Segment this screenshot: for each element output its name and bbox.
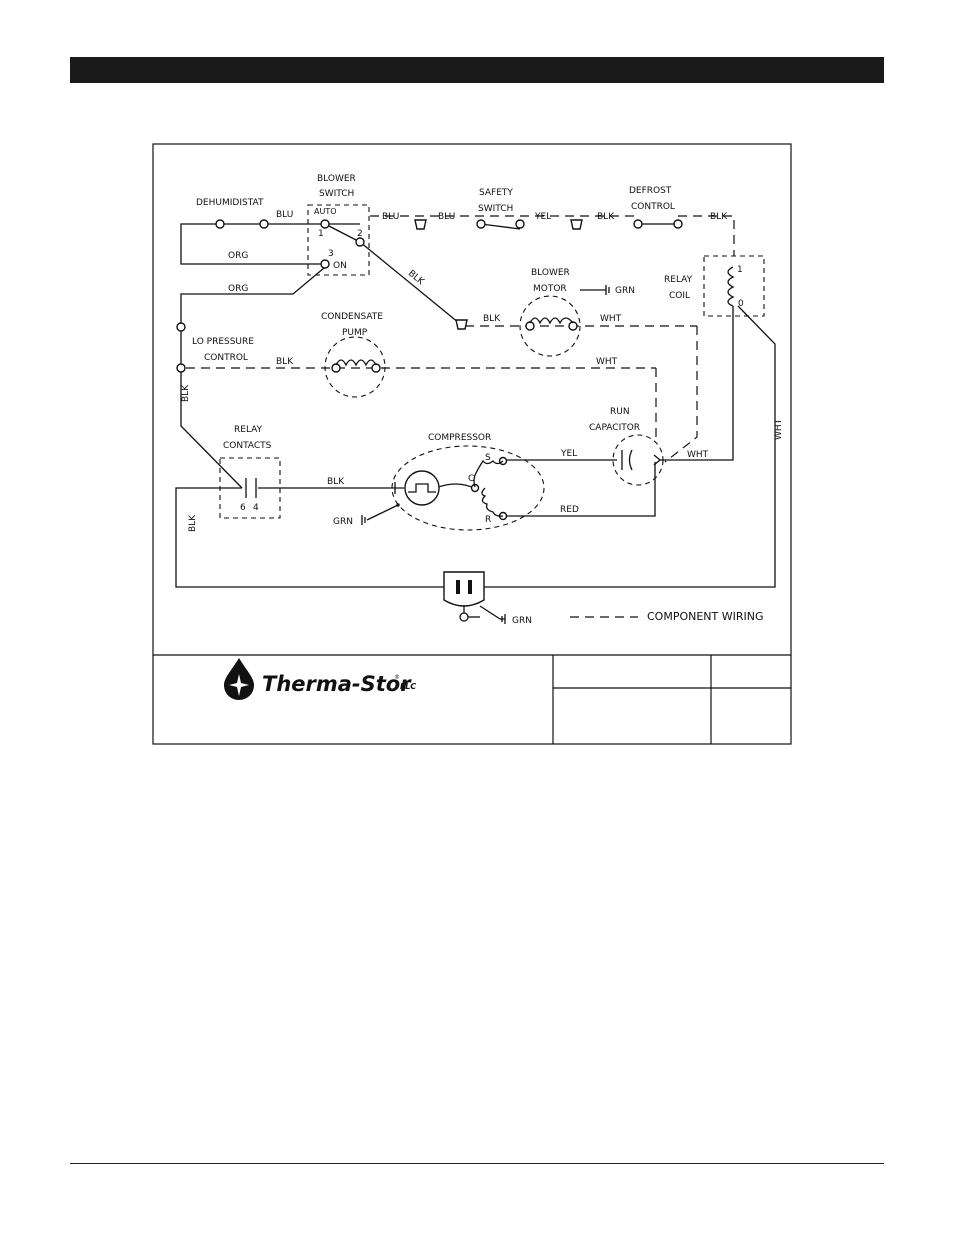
- svg-text:SWITCH: SWITCH: [478, 204, 513, 214]
- solid-wires: [175, 223, 776, 620]
- label-defrost-control: DEFROST: [629, 186, 672, 196]
- svg-text:1: 1: [737, 265, 743, 275]
- svg-text:S: S: [485, 453, 491, 463]
- svg-text:R: R: [485, 515, 491, 525]
- svg-text:BLU: BLU: [438, 212, 455, 222]
- svg-text:WHT: WHT: [774, 418, 784, 440]
- svg-text:4: 4: [253, 503, 259, 513]
- label-on: ON: [333, 261, 347, 271]
- footer-rule: [70, 1163, 884, 1164]
- terminal-numbers: 1 2 3 1 0 6 4 S C R: [240, 229, 744, 525]
- wire-connectors: [414, 219, 583, 330]
- component-labels: DEHUMIDISTAT BLOWER SWITCH AUTO ON SAFET…: [192, 174, 764, 623]
- legend-component-wiring: COMPONENT WIRING: [647, 610, 764, 623]
- diagram-frame: [152, 143, 792, 745]
- svg-text:®: ®: [394, 674, 400, 681]
- wire-color-labels: BLU BLU BLU YEL BLK BLK ORG ORG BLK GRN …: [181, 210, 784, 626]
- svg-text:CAPACITOR: CAPACITOR: [589, 423, 640, 433]
- svg-text:BLK: BLK: [483, 314, 501, 324]
- label-lo-pressure: LO PRESSURE: [192, 337, 254, 347]
- label-blower-switch: BLOWER: [317, 174, 356, 184]
- svg-text:BLK: BLK: [181, 384, 191, 402]
- label-run-capacitor: RUN: [610, 407, 630, 417]
- label-relay-contacts: RELAY: [234, 425, 263, 435]
- svg-text:GRN: GRN: [333, 517, 353, 527]
- svg-text:CONTROL: CONTROL: [204, 353, 248, 363]
- svg-text:LLC: LLC: [400, 682, 416, 691]
- svg-text:WHT: WHT: [687, 450, 709, 460]
- relay-contacts-symbol: [245, 478, 257, 498]
- power-plug-icon: [443, 571, 485, 622]
- label-auto: AUTO: [314, 207, 337, 216]
- coil-symbols: [335, 266, 735, 517]
- svg-text:RED: RED: [560, 505, 579, 515]
- label-safety-switch: SAFETY: [479, 188, 513, 198]
- svg-text:SWITCH: SWITCH: [319, 189, 354, 199]
- svg-text:BLU: BLU: [382, 212, 399, 222]
- svg-text:CONTROL: CONTROL: [631, 202, 675, 212]
- svg-text:Therma-Stor: Therma-Stor: [262, 672, 412, 696]
- svg-text:BLK: BLK: [327, 477, 345, 487]
- svg-text:BLK: BLK: [710, 212, 728, 222]
- svg-text:PUMP: PUMP: [342, 328, 368, 338]
- svg-text:6: 6: [240, 503, 246, 513]
- label-dehumidistat: DEHUMIDISTAT: [196, 198, 264, 208]
- svg-text:MOTOR: MOTOR: [533, 284, 567, 294]
- compressor-overload: [394, 470, 440, 506]
- svg-text:0: 0: [738, 299, 744, 309]
- svg-text:ORG: ORG: [228, 284, 248, 294]
- dashed-wires: [186, 215, 735, 618]
- label-condensate-pump: CONDENSATE: [321, 312, 383, 322]
- svg-text:WHT: WHT: [600, 314, 622, 324]
- svg-text:COIL: COIL: [669, 291, 690, 301]
- svg-text:GRN: GRN: [615, 286, 635, 296]
- svg-text:3: 3: [328, 249, 334, 259]
- ground-symbols: [361, 285, 610, 624]
- label-compressor: COMPRESSOR: [428, 433, 491, 443]
- svg-text:YEL: YEL: [534, 212, 551, 222]
- svg-text:BLU: BLU: [276, 210, 293, 220]
- svg-text:BLK: BLK: [406, 269, 426, 288]
- svg-text:BLK: BLK: [188, 514, 198, 532]
- svg-text:2: 2: [357, 229, 363, 239]
- svg-text:BLK: BLK: [597, 212, 615, 222]
- svg-text:GRN: GRN: [512, 616, 532, 626]
- svg-text:ORG: ORG: [228, 251, 248, 261]
- svg-text:C: C: [468, 474, 474, 484]
- therma-stor-logo: Therma-Stor ® LLC: [224, 658, 416, 700]
- svg-text:WHT: WHT: [596, 357, 618, 367]
- run-capacitor-symbol: [621, 449, 662, 471]
- component-boxes: [219, 204, 765, 531]
- svg-text:BLK: BLK: [276, 357, 294, 367]
- svg-text:1: 1: [318, 229, 324, 239]
- label-relay-coil: RELAY: [664, 275, 693, 285]
- label-blower-motor: BLOWER: [531, 268, 570, 278]
- header-bar: [70, 57, 884, 83]
- svg-text:CONTACTS: CONTACTS: [223, 441, 272, 451]
- svg-text:YEL: YEL: [560, 449, 577, 459]
